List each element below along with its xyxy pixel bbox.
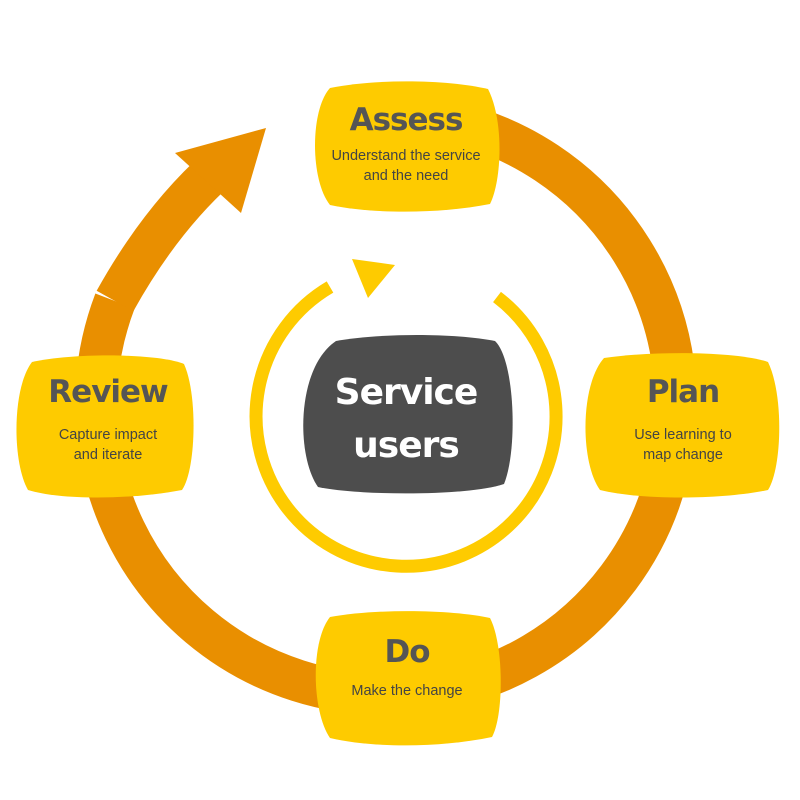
outer-cycle-ring bbox=[75, 99, 697, 716]
stage-do-line1: Make the change bbox=[351, 683, 462, 699]
stage-do-title: Do bbox=[384, 634, 429, 670]
inner-cycle-arrowhead bbox=[352, 259, 395, 298]
stage-assess-title: Assess bbox=[350, 102, 463, 138]
stage-assess-box bbox=[315, 81, 500, 212]
center-label-line1: Service bbox=[335, 372, 478, 413]
stage-review: Review Capture impact and iterate bbox=[16, 355, 194, 498]
stage-review-line1: Capture impact bbox=[59, 427, 157, 443]
stage-plan-box bbox=[585, 353, 780, 498]
center-box bbox=[303, 335, 513, 494]
stage-plan: Plan Use learning to map change bbox=[585, 353, 780, 498]
stage-plan-line1: Use learning to bbox=[634, 427, 732, 443]
outer-cycle-arrowhead bbox=[175, 128, 266, 213]
inner-cycle-ring bbox=[249, 281, 563, 573]
stage-review-box bbox=[16, 355, 194, 498]
stage-review-line2: and iterate bbox=[74, 447, 143, 463]
stage-do: Do Make the change bbox=[315, 611, 501, 746]
stage-plan-title: Plan bbox=[647, 374, 719, 410]
stage-assess-line2: and the need bbox=[364, 168, 449, 184]
stage-review-title: Review bbox=[48, 374, 168, 410]
stage-assess-line1: Understand the service bbox=[331, 148, 480, 164]
stage-do-box bbox=[315, 611, 501, 746]
stage-assess: Assess Understand the service and the ne… bbox=[315, 81, 500, 212]
stage-plan-line2: map change bbox=[643, 447, 723, 463]
outer-cycle-arrow-shaft bbox=[96, 152, 233, 312]
center-label-line2: users bbox=[353, 425, 459, 466]
